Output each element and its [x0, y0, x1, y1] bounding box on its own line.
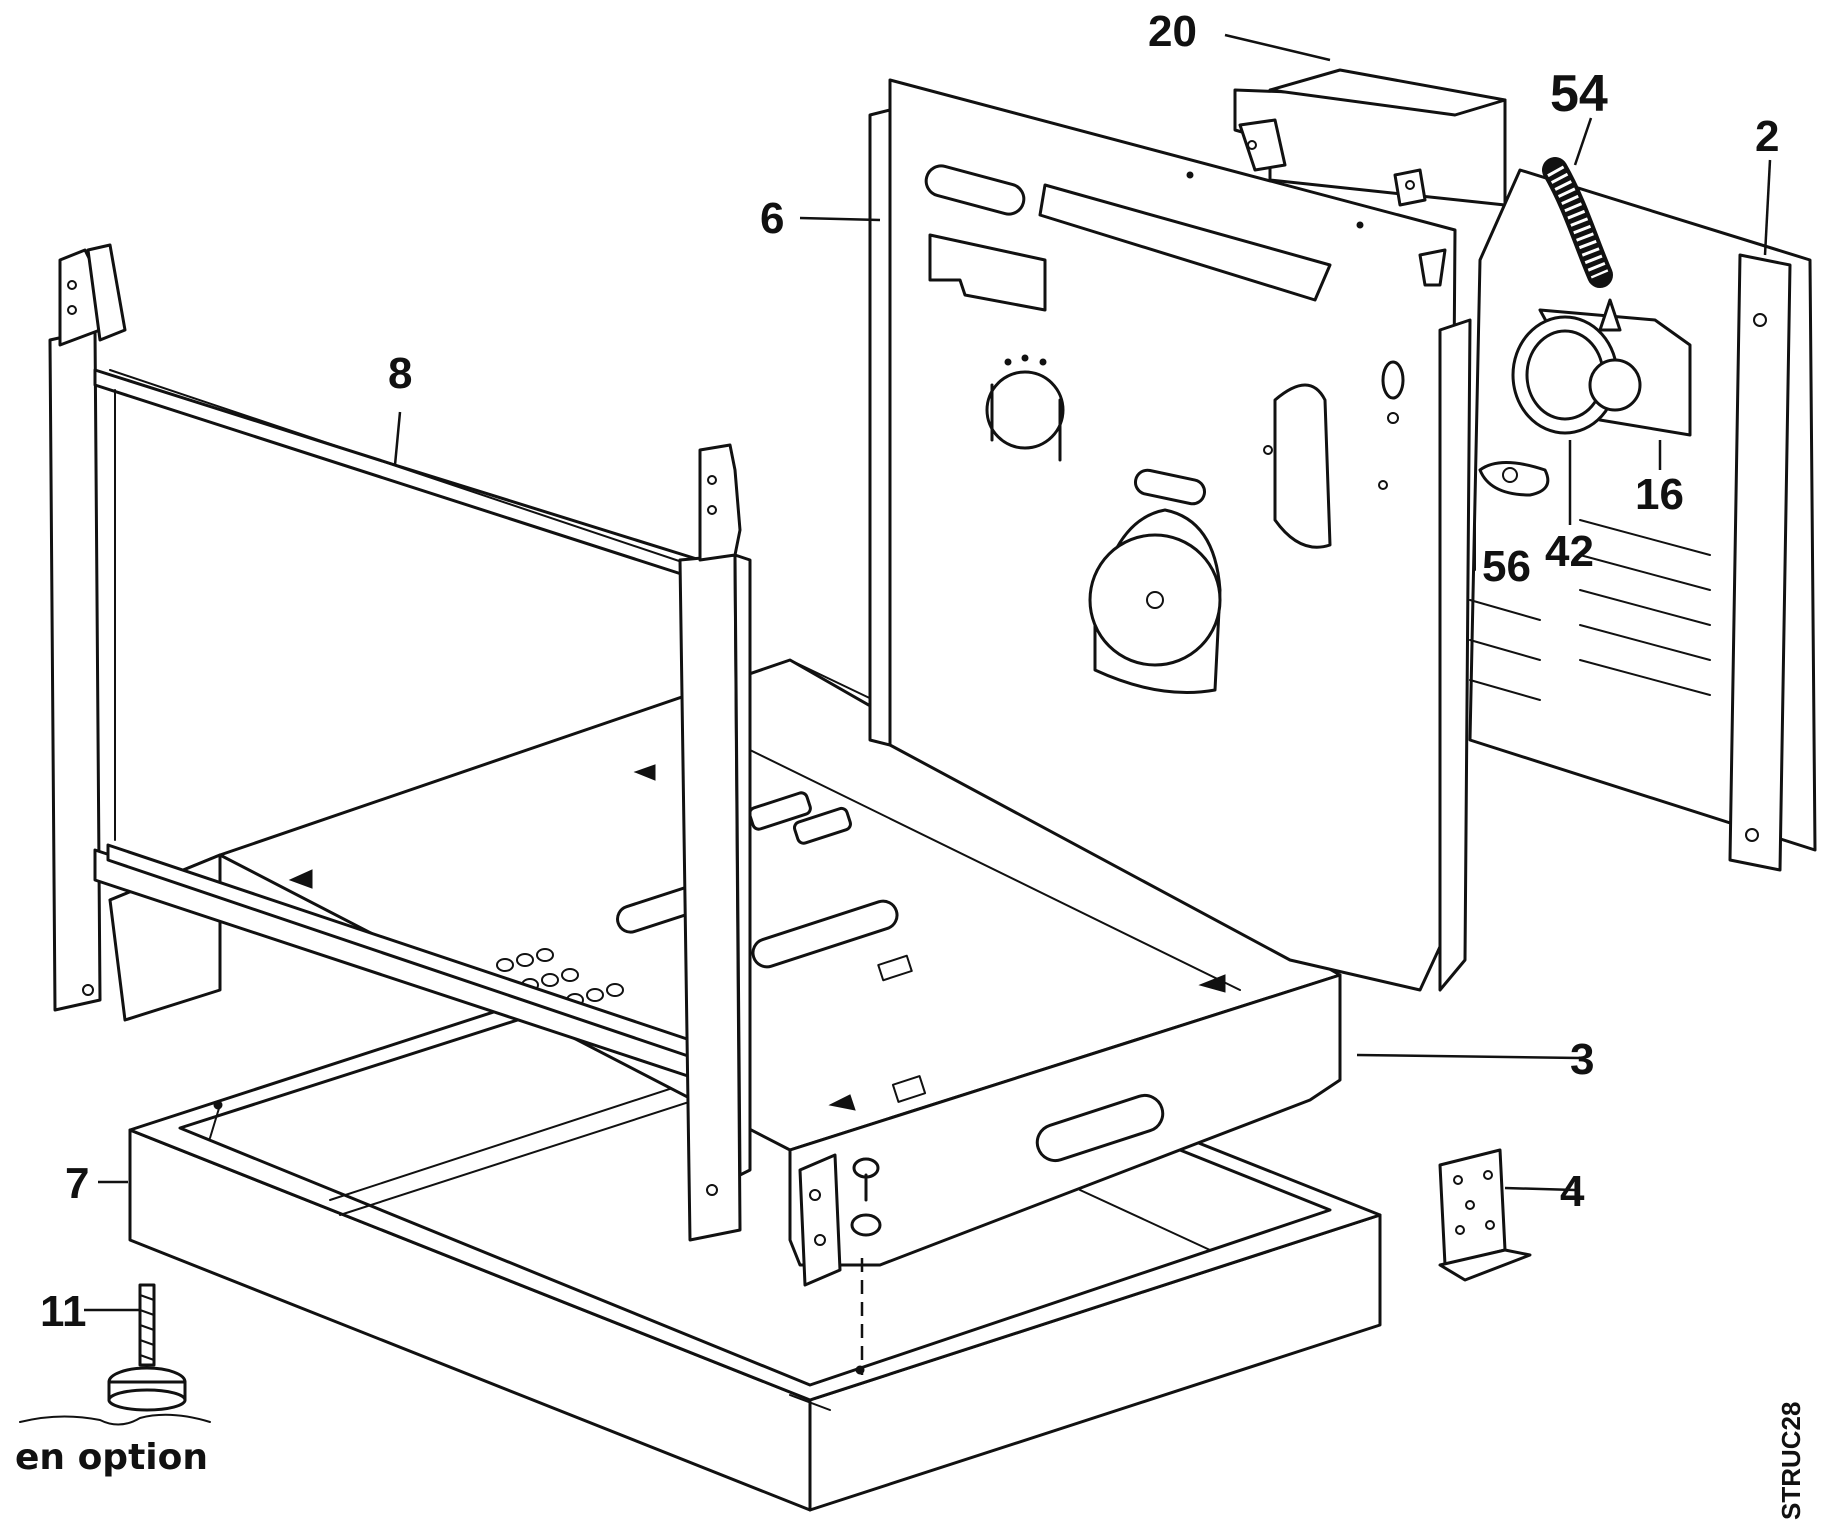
top-duct: [1233, 68, 1507, 207]
mounting-bracket: [1438, 1148, 1532, 1282]
callout-4: 4: [1560, 1167, 1585, 1216]
callout-42: 42: [1545, 527, 1594, 576]
rear-cover: [1468, 168, 1817, 872]
callout-54: 54: [1550, 65, 1608, 123]
clip-part: [1474, 461, 1550, 571]
callout-11: 11: [40, 1287, 87, 1336]
drain-hose: [1542, 157, 1613, 288]
callout-7: 7: [65, 1159, 90, 1208]
front-frame: [48, 243, 752, 1242]
callout-8: 8: [388, 349, 413, 398]
pivot-screw: [850, 1157, 882, 1237]
bottom-tray: [108, 658, 1342, 1375]
drawing-code: STRUC28: [1776, 1401, 1806, 1520]
option-note: en option: [15, 1437, 208, 1478]
fan-motor: [1511, 298, 1692, 437]
adjustable-foot: [19, 1283, 211, 1426]
callout-56: 56: [1482, 542, 1531, 591]
leader-lines: [84, 33, 1772, 1312]
callout-20: 20: [1148, 7, 1197, 56]
callout-6: 6: [760, 194, 785, 243]
callout-16: 16: [1635, 470, 1684, 519]
callout-3: 3: [1570, 1035, 1595, 1084]
callout-2: 2: [1755, 112, 1780, 161]
back-panel: [868, 78, 1472, 992]
